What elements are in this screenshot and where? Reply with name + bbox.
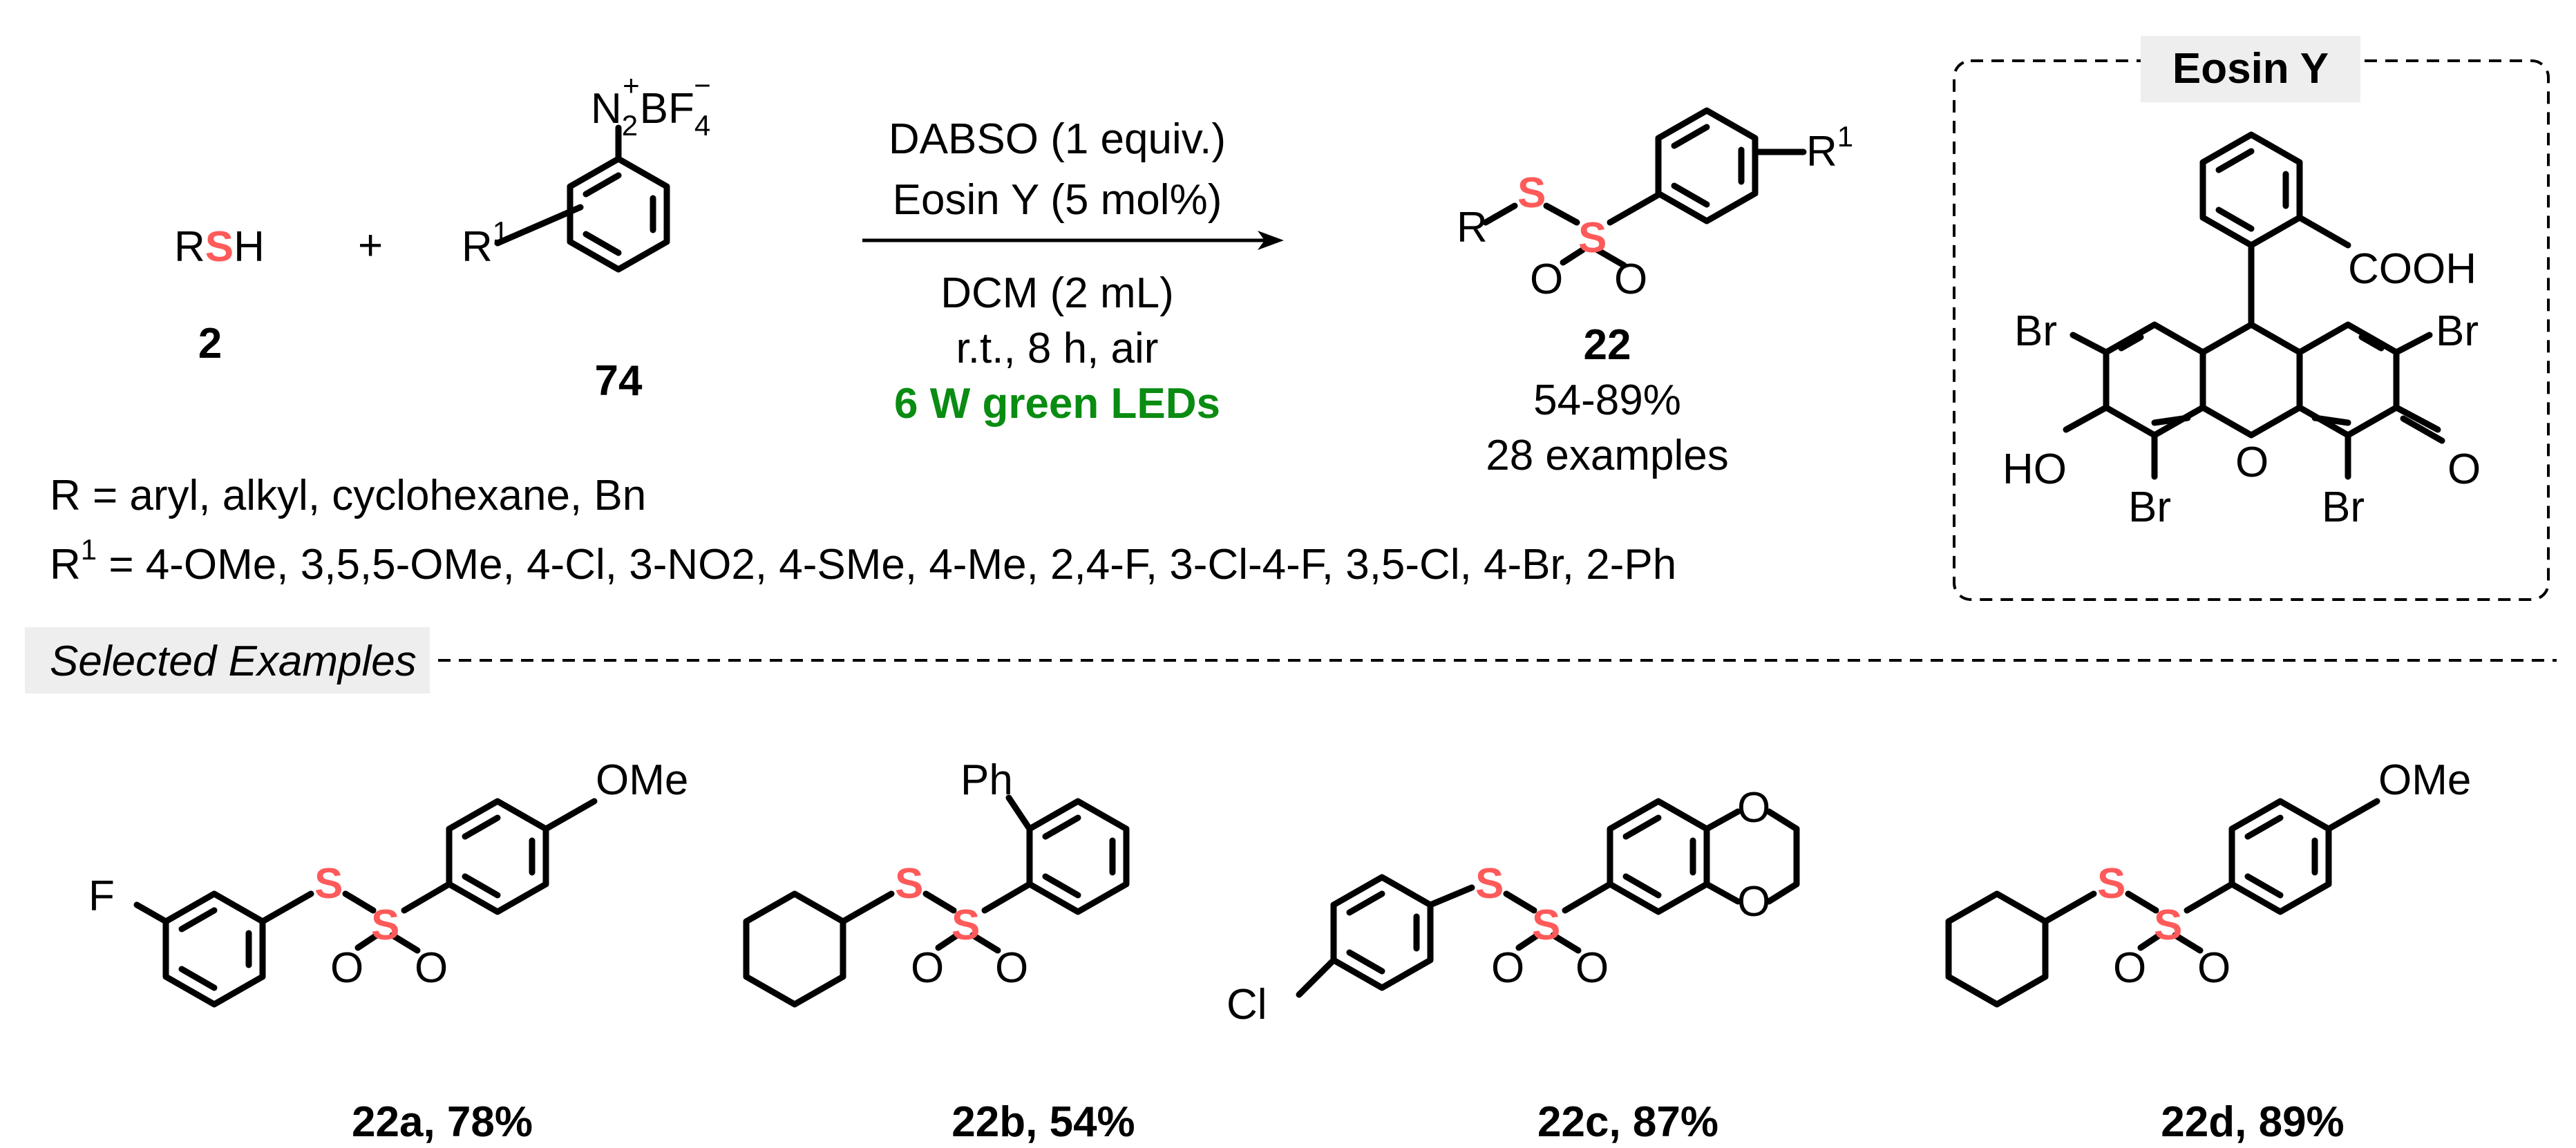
product-benzene bbox=[1655, 107, 1759, 224]
example-label-22c: 22c, 87% bbox=[1537, 1098, 1718, 1146]
svg-text:O: O bbox=[911, 944, 944, 992]
svg-text:S: S bbox=[1532, 901, 1560, 949]
svg-text:O: O bbox=[330, 944, 363, 992]
compound-number-74: 74 bbox=[595, 357, 643, 405]
compound-number-22: 22 bbox=[1584, 321, 1631, 369]
svg-text:O: O bbox=[1737, 784, 1770, 832]
svg-text:COOH: COOH bbox=[2348, 245, 2476, 293]
svg-text:O: O bbox=[2447, 446, 2481, 493]
svg-text:R: R bbox=[1457, 204, 1488, 251]
condition-eosin: Eosin Y (5 mol%) bbox=[893, 176, 1222, 224]
benzene-ring bbox=[567, 155, 670, 273]
svg-text:S: S bbox=[371, 901, 399, 949]
product-22: R S S O O R1 22 54-89% 28 examples bbox=[1457, 107, 1853, 479]
yield-range: 54-89% bbox=[1533, 376, 1681, 424]
sulfonyl-sulfur: S bbox=[1578, 214, 1607, 262]
svg-text:Cl: Cl bbox=[1227, 981, 1267, 1029]
svg-text:S: S bbox=[2154, 901, 2182, 949]
svg-text:Br: Br bbox=[2014, 307, 2057, 355]
svg-text:RSH: RSH bbox=[174, 223, 265, 271]
plus-sign: + bbox=[358, 222, 383, 269]
condition-dabso: DABSO (1 equiv.) bbox=[889, 115, 1226, 163]
svg-text:Br: Br bbox=[2128, 484, 2171, 531]
condition-solvent: DCM (2 mL) bbox=[940, 269, 1174, 317]
svg-text:O: O bbox=[2113, 944, 2146, 992]
diazonium-reactant: N2+BF4− R1 74 bbox=[462, 69, 711, 405]
svg-text:Br: Br bbox=[2436, 307, 2479, 355]
svg-text:OMe: OMe bbox=[2378, 756, 2471, 804]
svg-text:O: O bbox=[995, 944, 1028, 992]
svg-text:S: S bbox=[895, 860, 923, 908]
svg-text:OMe: OMe bbox=[596, 756, 688, 804]
svg-text:S: S bbox=[2097, 860, 2125, 908]
svg-text:F: F bbox=[88, 872, 115, 920]
reaction-conditions: DABSO (1 equiv.) Eosin Y (5 mol%) DCM (2… bbox=[862, 115, 1284, 428]
eosin-y-panel: Eosin Y COOH Br Br HO O O Br Br bbox=[1953, 36, 2550, 601]
example-label-22a: 22a, 78% bbox=[352, 1098, 533, 1146]
selected-examples-title: Selected Examples bbox=[50, 638, 417, 685]
svg-text:S: S bbox=[314, 860, 343, 908]
selected-examples-tag bbox=[25, 627, 430, 693]
arrow-head bbox=[1258, 231, 1284, 250]
example-label-22b: 22b, 54% bbox=[951, 1098, 1135, 1146]
svg-text:HO: HO bbox=[2002, 446, 2067, 493]
svg-text:O: O bbox=[415, 944, 448, 992]
svg-text:O: O bbox=[1614, 256, 1647, 303]
sulfur-atom: S bbox=[1517, 169, 1546, 217]
svg-text:O: O bbox=[2235, 439, 2269, 486]
r1-label: R1 bbox=[462, 216, 509, 271]
r1-definition: R1 = 4-OMe, 3,5,5-OMe, 4-Cl, 3-NO2, 4-SM… bbox=[50, 533, 1676, 589]
svg-text:Ph: Ph bbox=[960, 756, 1013, 804]
example-22d: S S O O OMe 22d, 89% bbox=[1945, 756, 2471, 1146]
svg-text:O: O bbox=[1530, 256, 1563, 303]
svg-text:Br: Br bbox=[2322, 484, 2365, 531]
example-22c: Cl S S O O O O 22c, 87% bbox=[1227, 784, 1800, 1146]
eosin-title: Eosin Y bbox=[2172, 45, 2329, 93]
svg-text:S: S bbox=[1475, 860, 1504, 908]
svg-text:O: O bbox=[1575, 944, 1609, 992]
thiol-reactant: RSH 2 bbox=[174, 223, 265, 367]
example-count: 28 examples bbox=[1486, 432, 1729, 479]
eosin-title-tag bbox=[2141, 36, 2360, 102]
example-22b: Ph S S O O 22b, 54% bbox=[743, 756, 1135, 1146]
example-22a: F S S O O OMe 22a, 78% bbox=[88, 756, 688, 1146]
condition-temp: r.t., 8 h, air bbox=[956, 325, 1159, 372]
condition-light: 6 W green LEDs bbox=[894, 380, 1220, 428]
svg-text:O: O bbox=[1737, 878, 1770, 926]
diazonium-label: N2+BF4− bbox=[591, 69, 711, 142]
svg-text:O: O bbox=[2197, 944, 2231, 992]
svg-text:S: S bbox=[951, 901, 980, 949]
compound-number-2: 2 bbox=[198, 320, 222, 367]
svg-text:R1: R1 bbox=[1806, 120, 1853, 175]
svg-text:O: O bbox=[1491, 944, 1524, 992]
r-definition: R = aryl, alkyl, cyclohexane, Bn bbox=[50, 472, 646, 519]
example-label-22d: 22d, 89% bbox=[2161, 1098, 2344, 1146]
